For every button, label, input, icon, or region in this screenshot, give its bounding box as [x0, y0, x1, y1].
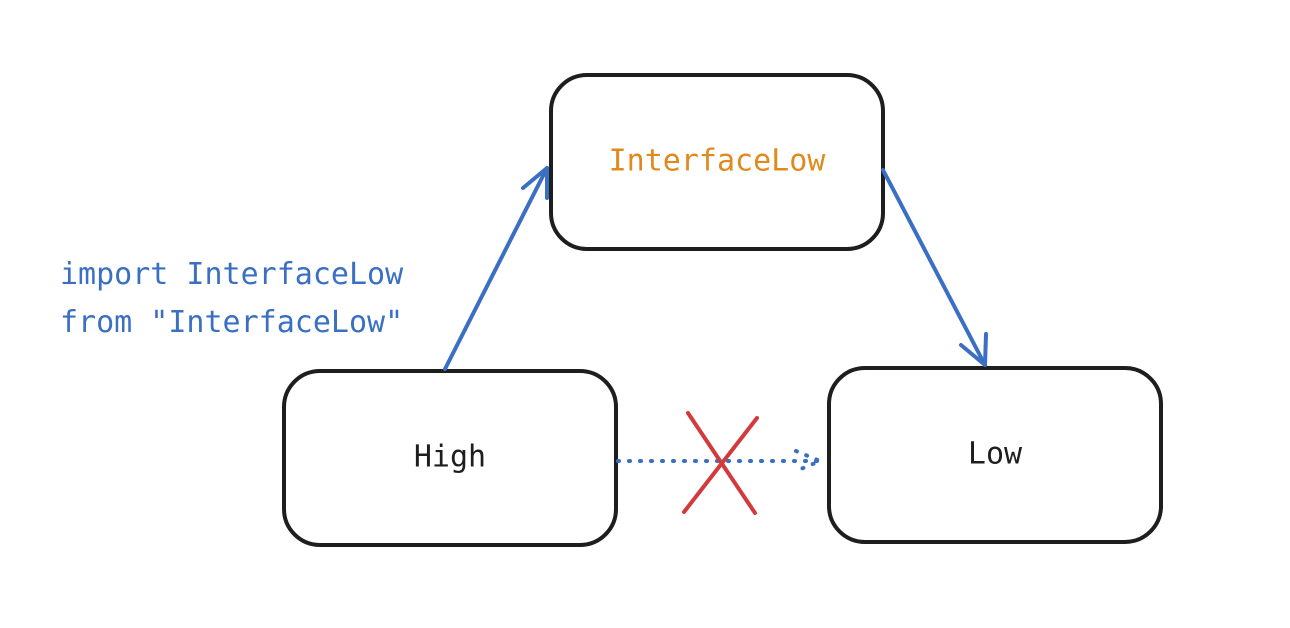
import-annotation: import InterfaceLow from "InterfaceLow": [60, 257, 404, 340]
import-annotation-line2: from "InterfaceLow": [60, 305, 403, 340]
node-interface-low-box: [549, 73, 885, 251]
node-high[interactable]: High: [282, 369, 618, 547]
forbidden-dependency: [616, 411, 826, 515]
cross-icon: [682, 411, 759, 515]
import-annotation-line1: import InterfaceLow: [60, 257, 404, 292]
arrow-high-to-interface-line: [443, 166, 549, 371]
node-low[interactable]: Low: [827, 366, 1163, 544]
forbidden-dependency-head: [794, 449, 826, 473]
node-low-box: [827, 366, 1163, 544]
arrow-high-to-interface: [443, 166, 549, 371]
node-interface-low-label: InterfaceLow: [609, 144, 827, 179]
arrow-interface-to-low-head: [959, 332, 988, 367]
node-interface-low[interactable]: InterfaceLow: [549, 73, 885, 251]
node-high-label: High: [414, 440, 486, 475]
arrow-interface-to-low-line: [881, 168, 987, 367]
node-low-label: Low: [968, 437, 1023, 472]
arrow-high-to-interface-head: [521, 166, 549, 200]
node-high-box: [282, 369, 618, 547]
arrow-interface-to-low: [881, 168, 988, 367]
